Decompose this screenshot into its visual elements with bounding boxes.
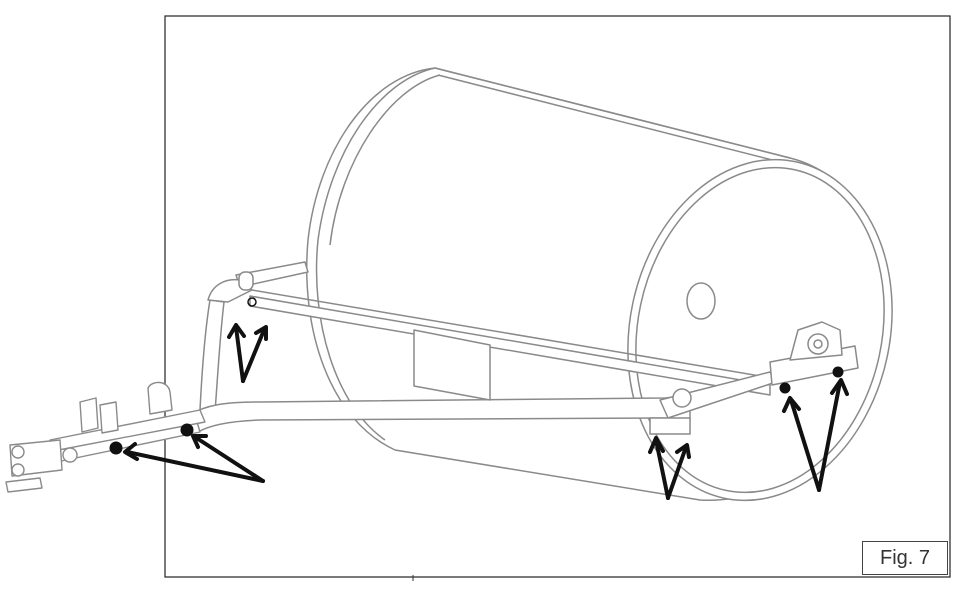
arrow-icon — [817, 378, 849, 492]
arrow-icon — [782, 396, 821, 492]
figure-label: Fig. 7 — [862, 541, 948, 575]
arrow-icon — [648, 436, 670, 500]
figure-frame — [164, 15, 951, 578]
arrow-icon — [191, 434, 265, 483]
callout-arrows — [123, 323, 849, 500]
arrow-icon — [123, 442, 265, 483]
arrow-icon — [666, 443, 691, 500]
hitch-assembly — [5, 381, 206, 493]
arrow-icon — [227, 323, 246, 383]
roller-drum — [305, 67, 893, 502]
arrow-icon — [241, 325, 268, 383]
grease-points — [109, 297, 844, 455]
tow-frame — [189, 261, 859, 435]
